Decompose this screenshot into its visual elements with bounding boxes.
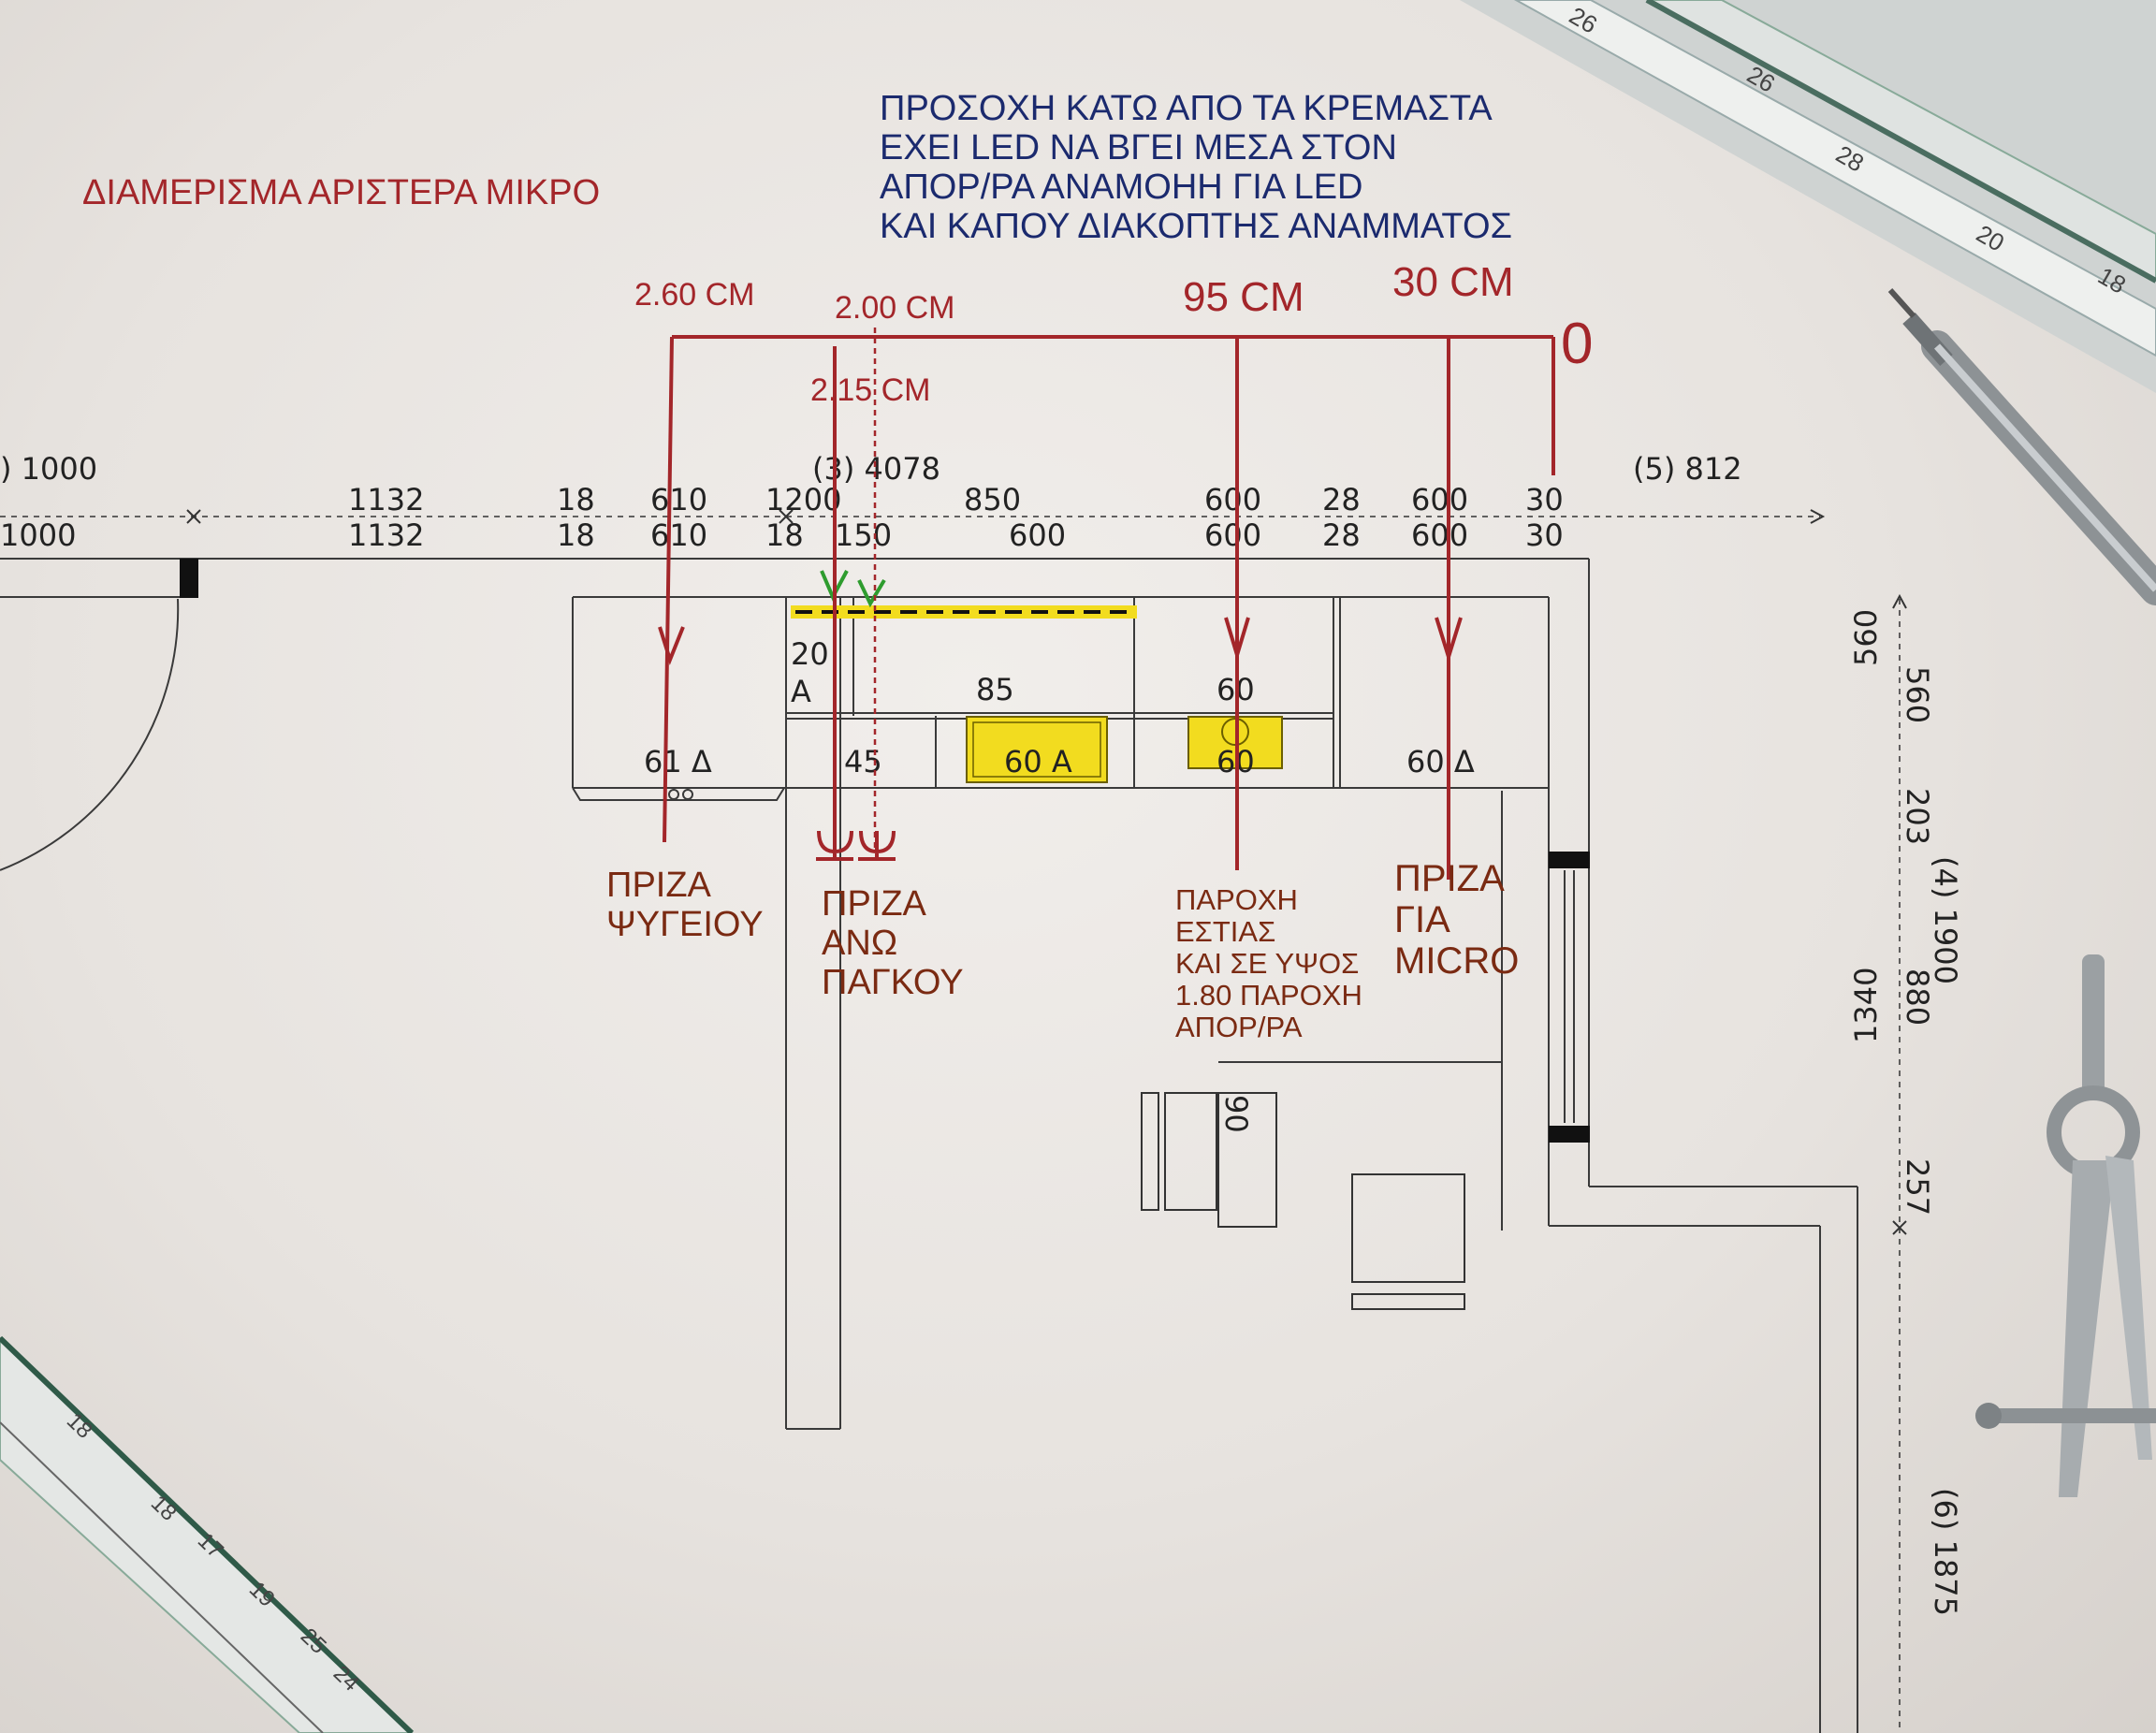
wall-dimension-label: (5) 812 (1633, 451, 1742, 487)
wall-dimension-label: (6) 1875 (1928, 1488, 1963, 1616)
outlet-note-counter: ΠΡΙΖΑ ΑΝΩ ΠΑΓΚΟΥ (822, 884, 964, 1002)
dimension-value: 150 (835, 517, 892, 553)
dimension-value: 28 (1322, 517, 1361, 553)
warning-note: ΠΡΟΣΟΧΗ ΚΑΤΩ ΑΠΟ ΤΑ ΚΡΕΜΑΣΤΑ ΕΧΕΙ LED ΝΑ… (880, 89, 1512, 246)
cabinet-label: 60 A (1004, 744, 1072, 779)
dimension-value: 610 (650, 517, 707, 553)
warning-line: ΑΠΟΡ/ΡΑ ΑΝΑΜΟΗΗ ΓΙΑ LED (880, 167, 1363, 207)
wall-dimension-label: (4) 1900 (1928, 856, 1963, 984)
outlet-note-micro: ΠΡΙΖΑ ΓΙΑ MICRO (1394, 858, 1519, 982)
dimension-value: 1132 (348, 482, 424, 517)
dimension-value: 600 (1204, 517, 1261, 553)
cabinet-label: 60 Δ (1406, 744, 1475, 779)
outlet-note-line: ΕΣΤΙΑΣ (1175, 915, 1275, 948)
dimension-value: 30 (1525, 517, 1564, 553)
outlet-note-line: ΑΝΩ (822, 924, 897, 963)
cabinet-label: 20 (791, 636, 829, 672)
outlet-note-line: ΠΑΓΚΟΥ (822, 963, 964, 1002)
dimension-value: 560 (1848, 609, 1884, 666)
height-annotation-lines (658, 328, 1555, 880)
dimension-value: 560 (1900, 666, 1935, 723)
walls (0, 558, 1858, 1733)
dimension-value: 28 (1322, 482, 1361, 517)
wall-dimension-label: ) 1000 (0, 451, 97, 487)
dimension-value: 203 (1900, 788, 1935, 845)
dimension-value: 600 (1009, 517, 1066, 553)
dimension-value: 1132 (348, 517, 424, 553)
dimension-value: 18 (557, 517, 595, 553)
dimensions-top-row: 1132 18 610 1200 850 600 28 600 30 (348, 482, 1564, 517)
outlet-note-line: ΑΠΟΡ/ΡΑ (1175, 1011, 1303, 1043)
dimension-value: 600 (1411, 517, 1468, 553)
height-label: 2.15 CM (810, 372, 931, 408)
dining-table (1141, 1061, 1502, 1310)
dimension-value: 257 (1900, 1158, 1935, 1216)
compass-icon (1975, 954, 2156, 1497)
dimension-value: 850 (964, 482, 1021, 517)
outlet-note-line: ΠΑΡΟΧΗ (1175, 883, 1298, 916)
outlet-note-line: ΨΥΓΕΙΟΥ (606, 905, 764, 944)
height-label: 30 CM (1392, 259, 1514, 305)
outlet-note-line: ΠΡΙΖΑ (606, 866, 712, 905)
dimension-value: 600 (1204, 482, 1261, 517)
dimension-value: 880 (1900, 968, 1935, 1026)
dimension-value: 610 (650, 482, 707, 517)
outlet-note-fridge: ΠΡΙΖΑ ΨΥΓΕΙΟΥ (606, 866, 764, 944)
dimension-value: 1200 (765, 482, 841, 517)
height-label: 2.60 CM (634, 277, 755, 313)
outlet-note-line: ΓΙΑ (1394, 899, 1450, 940)
dimension-value: 1000 (0, 517, 76, 553)
outlet-note-hob: ΠΑΡΟΧΗ ΕΣΤΙΑΣ ΚΑΙ ΣΕ ΥΨΟΣ 1.80 ΠΑΡΟΧΗ ΑΠ… (1175, 883, 1362, 1043)
cabinet-label: 90 (1218, 1095, 1254, 1133)
cabinet-labels: 20 A 85 60 61 Δ 45 60 A 60 60 Δ 90 (644, 636, 1475, 1133)
mechanical-pencil-icon (1887, 288, 2156, 605)
dimension-value: 18 (557, 482, 595, 517)
bottom-ruler: 18 17 19 25 24 18 (0, 1335, 415, 1733)
cabinet-label: 45 (844, 744, 882, 779)
warning-line: ΕΧΕΙ LED ΝΑ ΒΓΕΙ ΜΕΣΑ ΣΤΟΝ (880, 128, 1397, 167)
cabinet-label: A (791, 674, 811, 709)
cabinet-label: 61 Δ (644, 744, 712, 779)
dimension-value: 600 (1411, 482, 1468, 517)
outlet-note-line: ΠΡΙΖΑ (822, 884, 927, 924)
outlet-note-line: 1.80 ΠΑΡΟΧΗ (1175, 979, 1362, 1012)
dimension-value: 1340 (1848, 968, 1884, 1043)
dimension-value: 30 (1525, 482, 1564, 517)
outlet-symbol-icon (816, 830, 896, 861)
outlet-note-line: MICRO (1394, 940, 1519, 982)
height-label: 2.00 CM (835, 290, 955, 326)
dimension-line (0, 509, 1907, 1733)
drawing-title: ΔΙΑΜΕΡΙΣΜΑ ΑΡΙΣΤΕΡΑ ΜΙΚΡΟ (82, 173, 600, 212)
warning-line: ΠΡΟΣΟΧΗ ΚΑΤΩ ΑΠΟ ΤΑ ΚΡΕΜΑΣΤΑ (880, 89, 1493, 128)
height-label: 95 CM (1183, 274, 1304, 320)
warning-line: ΚΑΙ ΚΑΠΟΥ ΔΙΑΚΟΠΤΗΣ ΑΝΑΜΜΑΤΟΣ (880, 207, 1512, 246)
outlet-note-line: ΠΡΙΖΑ (1394, 858, 1505, 899)
sink-highlight (966, 716, 1108, 783)
top-ruler: 26 26 28 20 18 (1460, 0, 2156, 393)
dimensions-right-column: 560 203 880 257 560 1340 (1848, 609, 1935, 1216)
height-label: 0 (1561, 312, 1593, 376)
cabinet-label: 85 (976, 672, 1014, 707)
dimensions-bottom-row: 1000 1132 18 610 18 150 600 600 28 600 3… (0, 517, 1564, 553)
outlet-note-line: ΚΑΙ ΣΕ ΥΨΟΣ (1175, 947, 1359, 980)
led-strip (791, 605, 1137, 619)
dimension-value: 18 (765, 517, 804, 553)
